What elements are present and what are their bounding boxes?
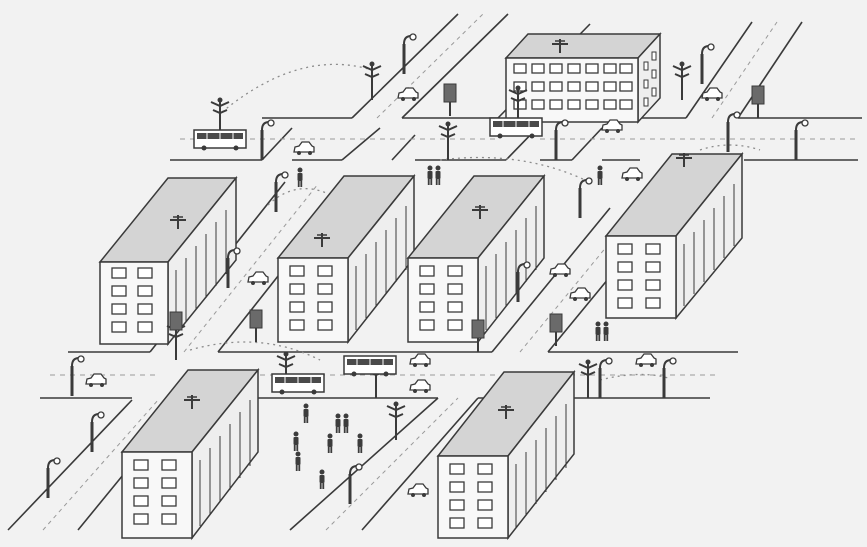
trolleybus (272, 374, 324, 395)
pedestrian (296, 452, 301, 472)
pedestrian (344, 414, 349, 434)
street-lamp (350, 464, 362, 504)
streetlight-pole (363, 62, 381, 101)
streetlight-pole (387, 402, 405, 441)
streetlight-pole (579, 360, 597, 399)
car (398, 88, 418, 101)
streetlight-pole (439, 122, 457, 161)
car (410, 354, 430, 367)
street-lamp (702, 44, 714, 84)
street-lamp (72, 356, 84, 396)
pedestrian (298, 168, 303, 188)
car (550, 264, 570, 277)
traffic-light (472, 320, 484, 352)
car (570, 288, 590, 301)
pedestrian (320, 470, 325, 490)
car (86, 374, 106, 387)
street-lamp (580, 178, 592, 218)
bus (344, 356, 396, 377)
traffic-light (444, 84, 456, 116)
street-lamp (796, 120, 808, 160)
apartment-building (278, 176, 414, 342)
apartment-building (408, 176, 544, 342)
apartment-building (100, 178, 236, 344)
pedestrian (598, 166, 603, 186)
traffic-light (550, 314, 562, 346)
street-lamp (404, 34, 416, 74)
traffic-light (250, 310, 262, 342)
pedestrian (428, 166, 433, 186)
pedestrian (336, 414, 341, 434)
apartment-building (506, 34, 660, 122)
streetlight-pole (673, 62, 691, 101)
pedestrian (596, 322, 601, 342)
car (622, 168, 642, 181)
street-lamp (728, 112, 740, 152)
car (410, 380, 430, 393)
pedestrian (304, 404, 309, 424)
pedestrian (358, 434, 363, 454)
trolleybus (194, 130, 246, 151)
pedestrian (328, 434, 333, 454)
car (248, 272, 268, 285)
apartment-building (122, 370, 258, 538)
car (636, 354, 656, 367)
car (408, 484, 428, 497)
apartment-building (438, 372, 574, 538)
pedestrian (294, 432, 299, 452)
bus (490, 118, 542, 139)
street-lamp (556, 120, 568, 160)
car (294, 142, 314, 155)
pedestrian (436, 166, 441, 186)
traffic-light (752, 86, 764, 118)
pedestrian (604, 322, 609, 342)
